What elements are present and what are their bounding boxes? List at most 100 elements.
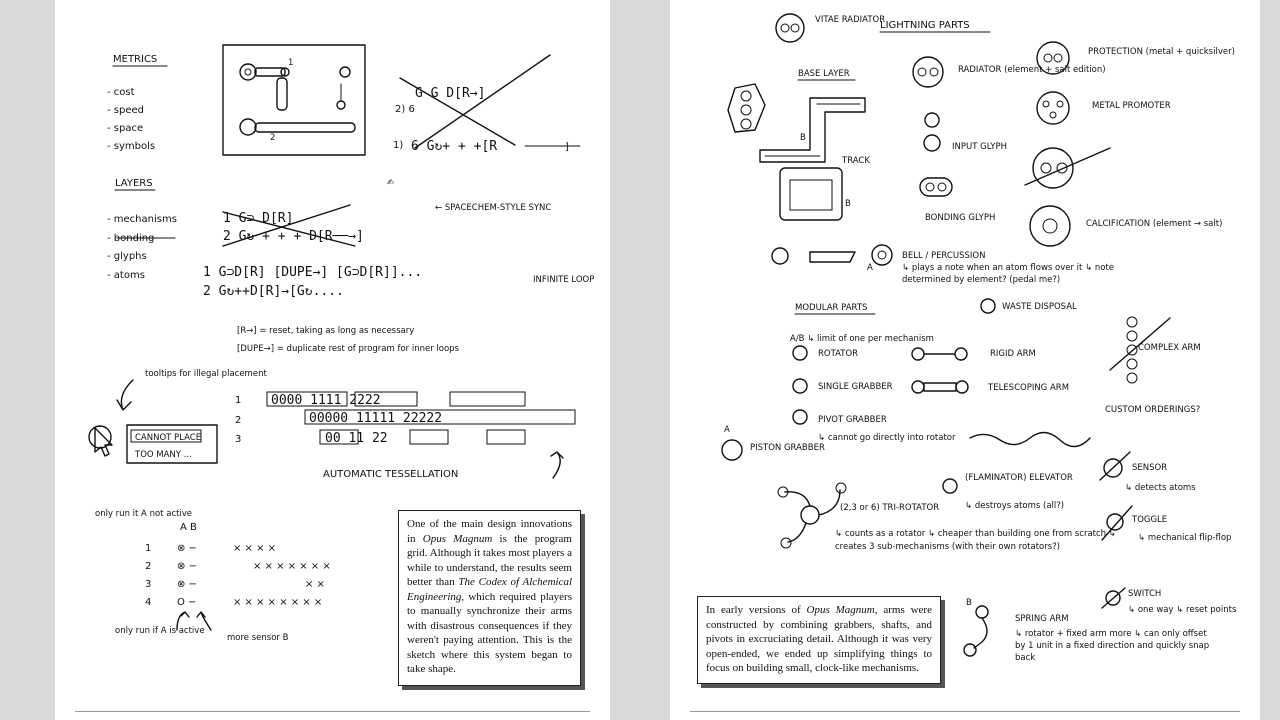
svg-text:1): 1) [393,140,403,151]
grid-row-3: 00 11 22 [325,431,388,446]
spring-arm-sketch: B [963,598,989,657]
svg-text:1: 1 [235,395,241,406]
protection-label: PROTECTION (metal + quicksilver) [1088,47,1235,57]
tooltips-note: tooltips for illegal placement [145,369,267,379]
metric-cost: - cost [107,87,135,98]
svg-text:6 G↻+ + +[R: 6 G↻+ + +[R [411,139,497,154]
tessellation-grid-sketch: 1 2 3 0000 1111 2222 00000 11111 22222 0… [235,391,576,446]
svg-text:✍: ✍ [387,178,394,188]
svg-text:× ×: × × [305,579,325,590]
svg-text:O −: O − [177,597,196,608]
reset-note: [R→] = reset, taking as long as necessar… [237,326,414,336]
more-sensor-note: more sensor B [227,633,289,643]
atom-cluster-sketch [727,83,766,133]
right-sketch: VITAE RADIATOR LIGHTNING PARTS BASE LAYE… [721,13,1237,663]
svg-text:× × × ×: × × × × [233,543,276,554]
ab-header: A B [180,522,197,533]
track-sketch: B B [759,97,866,221]
tooltip-mock-sketch: CANNOT PLACE TOO MANY ... [88,424,218,464]
layers-heading: LAYERS [115,178,153,189]
metric-speed: - speed [107,105,144,116]
base-layer-heading: BASE LAYER [798,69,850,79]
tri-rotator-notes: ↳ counts as a rotator ↳ cheaper than bui… [835,529,1116,552]
program-row-1: 1 G⊃D[R] [DUPE→] [G⊃D[R]]... [203,265,422,280]
modular-parts-heading: MODULAR PARTS [795,303,867,313]
cannot-place-label: CANNOT PLACE [135,433,201,443]
switch-note: ↳ one way ↳ reset points [1128,605,1237,615]
calcification-label: CALCIFICATION (element → salt) [1086,219,1222,229]
automatic-tessellation-label: AUTOMATIC TESSELLATION [323,469,458,480]
pivot-grabber-note: ↳ cannot go directly into rotator [818,433,956,443]
svg-text:⊗ −: ⊗ − [177,561,197,572]
svg-text:1 G⊃ D[R]: 1 G⊃ D[R] [223,211,293,226]
bell-label: BELL / PERCUSSION [902,251,985,261]
vitae-radiator-label: VITAE RADIATOR [815,15,885,25]
lightning-parts-heading: LIGHTNING PARTS [880,20,970,31]
telescoping-arm-sketch [911,380,969,394]
switch-label: SWITCH [1128,589,1161,599]
svg-text:B: B [800,133,806,143]
layer-glyphs: - glyphs [107,251,147,262]
right-page: VITAE RADIATOR LIGHTNING PARTS BASE LAYE… [670,0,1260,720]
svg-text:4: 4 [145,597,151,608]
svg-text:2: 2 [235,415,241,426]
complex-arm-label: COMPLEX ARM [1138,343,1201,353]
crossed-sequence-sketch: 2) 6 G G D[R→] 1) 6 G↻+ + +[R ] [393,54,581,154]
rotator-label: ROTATOR [818,349,858,359]
track-label: TRACK [841,156,870,166]
tri-rotator-sketch [777,482,847,549]
svg-text:3: 3 [145,579,151,590]
svg-text:B: B [845,199,851,209]
toggle-note: ↳ mechanical flip-flop [1138,533,1231,543]
caption-program-grid: One of the main design innovations in Op… [398,510,581,686]
too-many-label: TOO MANY ... [134,450,192,460]
svg-text:× × × × × × ×: × × × × × × × [253,561,331,572]
sensor-note: ↳ detects atoms [1125,483,1196,493]
rigid-arm-sketch [911,347,968,361]
elevator-label: (FLAMINATOR) ELEVATOR [965,473,1073,483]
svg-text:]: ] [565,142,569,153]
only-run-b-note: only run if A is active [115,626,205,636]
rigid-arm-label: RIGID ARM [990,349,1036,359]
pivot-grabber-label: PIVOT GRABBER [818,415,887,425]
layer-atoms: - atoms [107,270,145,281]
grid-row-1: 0000 1111 2222 [271,393,381,408]
svg-text:B: B [966,598,972,608]
svg-text:⊗ −: ⊗ − [177,543,197,554]
svg-text:2: 2 [145,561,151,572]
layer-mechanisms: - mechanisms [107,214,177,225]
spacechem-note: ← SPACECHEM-STYLE SYNC [435,203,551,213]
input-glyph-label: INPUT GLYPH [952,142,1007,152]
metrics-heading: METRICS [113,54,157,65]
ab-sensor-grid-sketch: 1 2 3 4 ⊗ − ⊗ − ⊗ − O − × × × × × × × × × … [145,543,331,631]
program-row-2: 2 G↻++D[R]→[G↻.... [203,284,344,299]
svg-text:3: 3 [235,434,241,445]
left-page: METRICS - cost - speed - space - symbols… [55,0,610,720]
svg-text:2: 2 [270,133,275,143]
crossed-rows-sketch: 1 G⊃ D[R] 2 G↻ + + + D[R──→] [222,204,364,247]
dupe-note: [DUPE→] = duplicate rest of program for … [237,344,460,354]
only-run-note: only run it A not active [95,509,192,519]
piston-grabber-label: PISTON GRABBER [750,443,825,453]
svg-text:2) 6: 2) 6 [395,104,415,115]
single-grabber-label: SINGLE GRABBER [818,382,893,392]
elevator-note: ↳ destroys atoms (all?) [965,501,1064,511]
sensor-label: SENSOR [1132,463,1167,473]
radiator-label: RADIATOR (element + salt edition) [958,65,1106,75]
svg-text:1: 1 [288,58,293,68]
caption-arms: In early versions of Opus Magnum, arms w… [697,596,941,684]
bonding-glyph-label: BONDING GLYPH [925,213,995,223]
svg-text:1: 1 [145,543,151,554]
infinite-loop-note: INFINITE LOOP [533,275,594,285]
spring-arm-notes: ↳ rotator + fixed arm more ↳ can only of… [1015,629,1210,663]
metric-space: - space [107,123,143,134]
left-sketch: METRICS - cost - speed - space - symbols… [88,44,594,643]
custom-orderings-note: CUSTOM ORDERINGS? [1105,405,1200,415]
telescoping-arm-label: TELESCOPING ARM [987,383,1069,393]
complex-arm-sketch [1109,316,1171,384]
spring-arm-label: SPRING ARM [1015,614,1069,624]
svg-text:2 G↻ + + + D[R──→]: 2 G↻ + + + D[R──→] [223,229,364,244]
svg-text:A: A [724,425,730,435]
svg-text:⊗ −: ⊗ − [177,579,197,590]
svg-text:A: A [867,263,873,273]
